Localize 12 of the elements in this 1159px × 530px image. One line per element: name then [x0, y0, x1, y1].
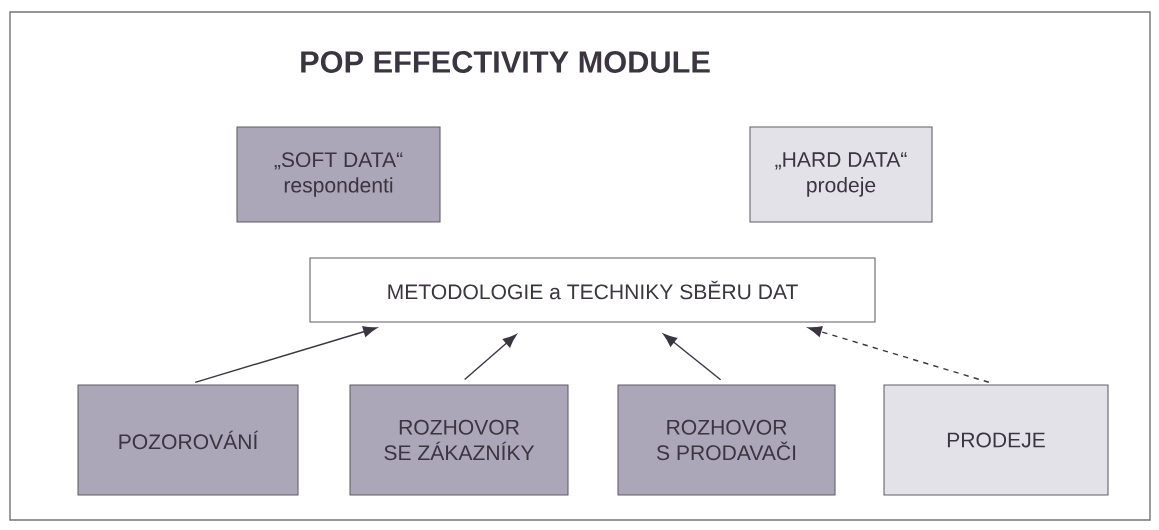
arrow [663, 333, 722, 381]
arrow [194, 326, 377, 383]
title: POP EFFECTIVITY MODULE [301, 51, 710, 73]
method-box: POZOROVÁNÍ [77, 384, 299, 496]
arrow [463, 334, 517, 381]
method-box: ROZHOVOR S PRODAVAČI [617, 384, 836, 496]
soft-data-box: „SOFT DATA“ respondenti [236, 126, 441, 223]
hard-data-box: „HARD DATA“ prodeje [749, 126, 933, 223]
sales-box: PRODEJE [883, 384, 1109, 496]
arrow [808, 326, 990, 383]
methodology-box: METODOLOGIE a TECHNIKY SBĚRU DAT [309, 257, 876, 323]
method-box: ROZHOVOR SE ZÁKAZNÍKY [349, 384, 569, 496]
